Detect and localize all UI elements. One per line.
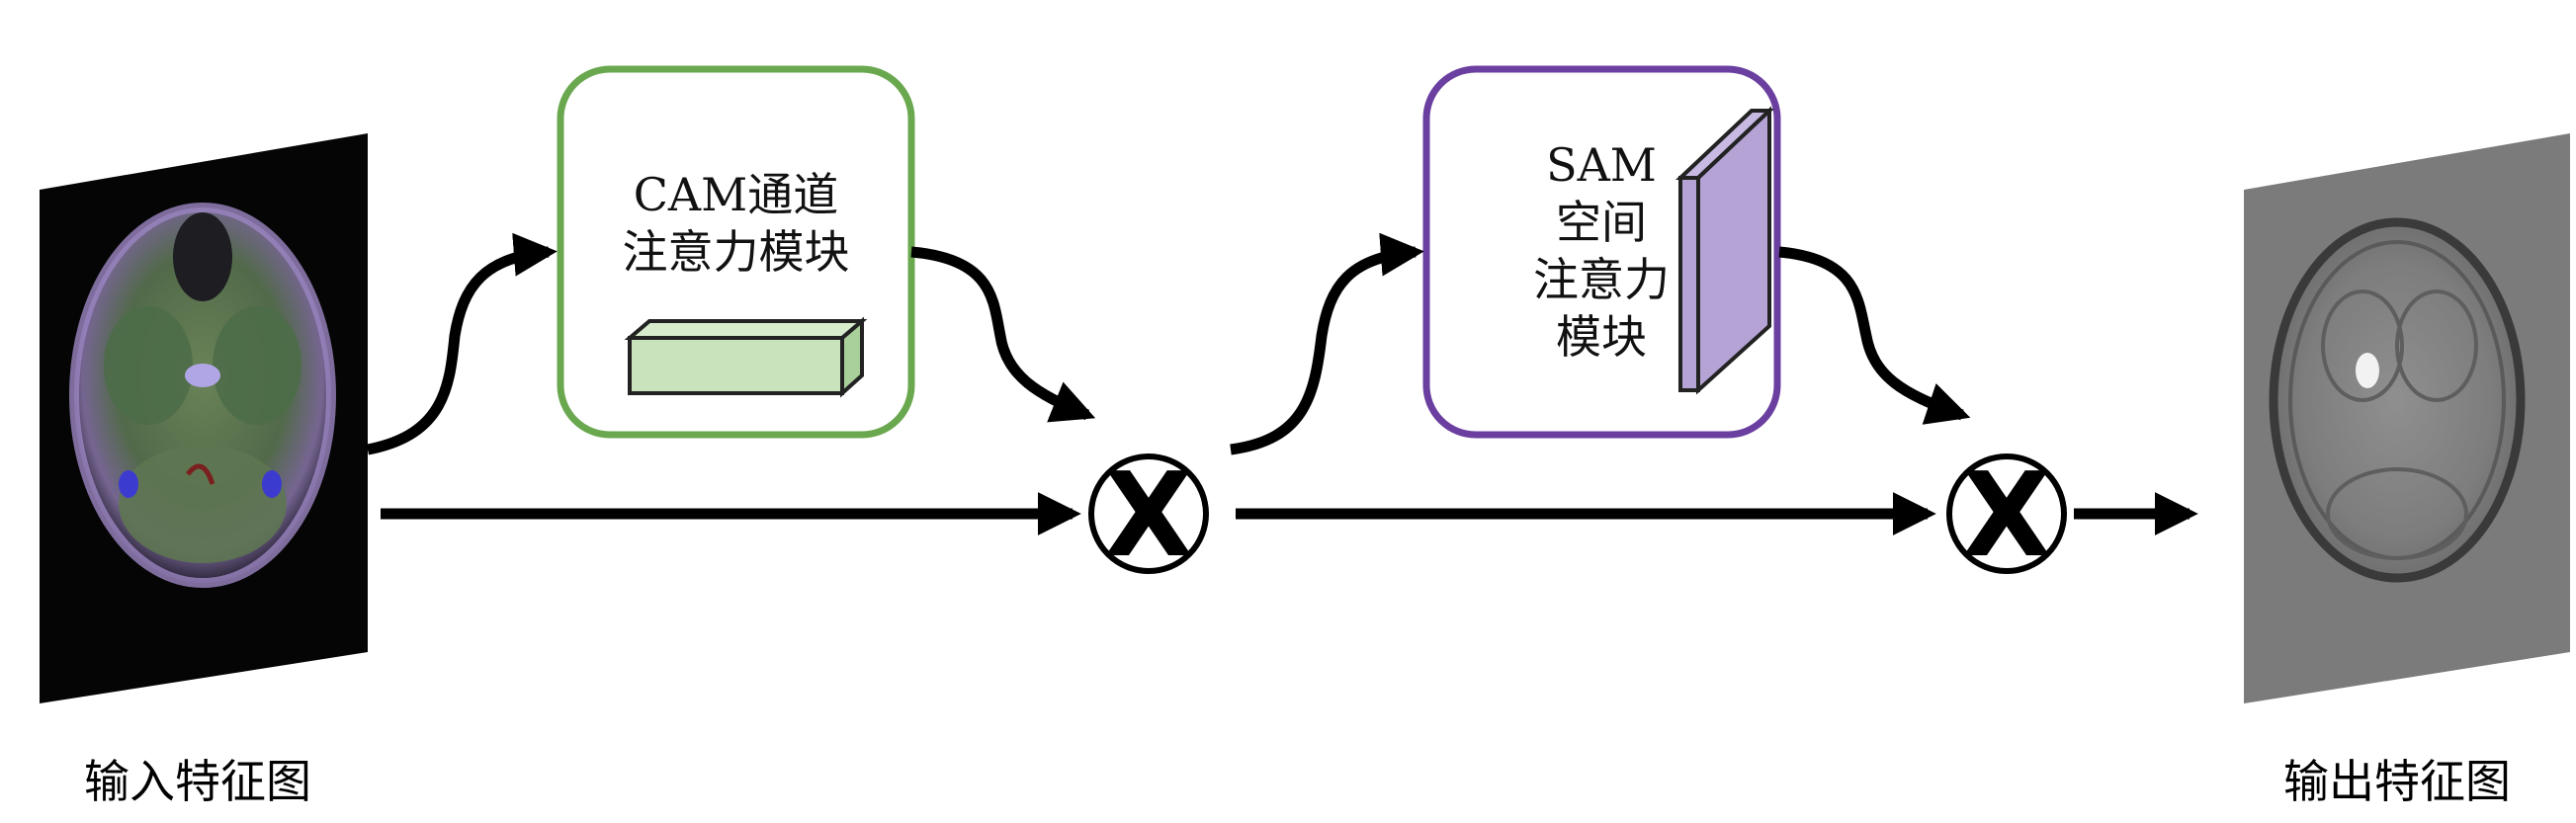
sam-label-line2: 空间 (1556, 196, 1647, 249)
arrow-input-to-cam (366, 232, 558, 455)
cam-module (557, 65, 915, 439)
output-feature-map (2244, 133, 2570, 703)
input-feature-map-label: 输入特征图 (84, 755, 311, 808)
arrow-cam-to-mult1 (910, 246, 1096, 423)
sam-label: SAM 空间 注意力 模块 (1512, 136, 1690, 366)
sam-label-line1: SAM (1546, 138, 1657, 192)
output-feature-map-label: 输出特征图 (2283, 755, 2511, 808)
cam-label-line2: 注意力模块 (622, 225, 850, 279)
arrow-mult1-to-sam (1230, 232, 1424, 455)
cam-label: CAM通道 注意力模块 (560, 166, 911, 281)
sam-spatial-plane-icon (1674, 106, 1775, 395)
multiply-operator-1: X (1088, 447, 1209, 583)
multiply-operator-2: X (1946, 447, 2067, 583)
cam-channel-block-icon (624, 316, 868, 398)
sam-label-line4: 模块 (1556, 310, 1647, 364)
cam-label-line1: CAM通道 (633, 168, 839, 221)
arrows (366, 232, 2198, 535)
sam-label-line3: 注意力 (1533, 253, 1670, 306)
sam-module (1422, 65, 1781, 439)
multiply-symbol-2: X (1962, 447, 2052, 583)
input-feature-map (40, 133, 368, 703)
arrow-sam-to-mult2 (1778, 246, 1971, 425)
multiply-symbol-1: X (1104, 447, 1194, 583)
